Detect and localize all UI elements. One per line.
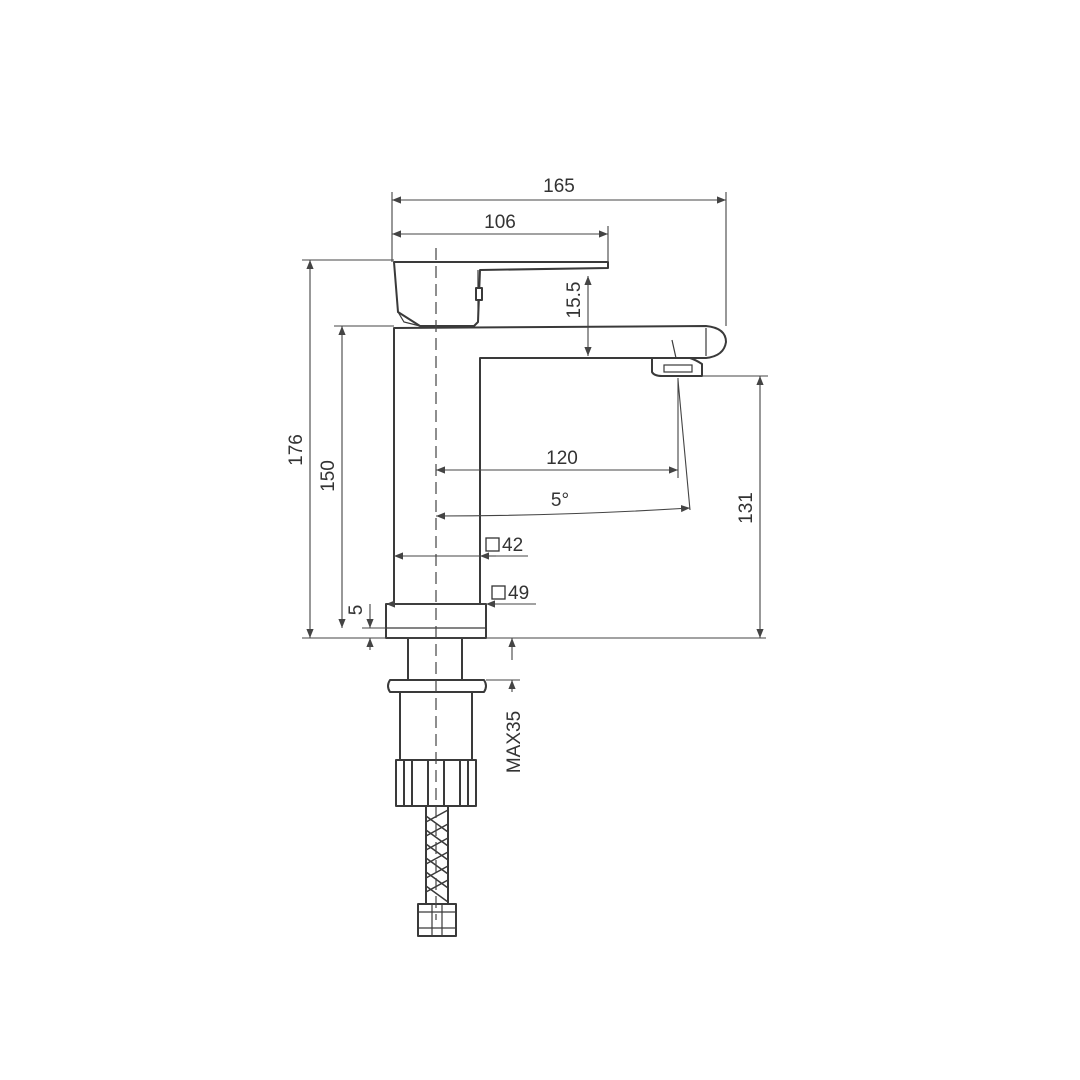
label-square-49: 49	[491, 583, 529, 604]
label-106: 106	[484, 212, 516, 233]
aerator	[651, 357, 703, 377]
faucet-outline	[385, 248, 727, 937]
mounting-nut	[395, 759, 477, 807]
hose-connector-detail	[418, 904, 456, 936]
label-176: 176	[286, 434, 307, 466]
square-symbol-icon	[485, 537, 500, 552]
nut-rib-left	[403, 759, 413, 807]
label-42: 42	[502, 535, 523, 556]
dimension-labels: 165 106 15.5 176 150 5 120 5° 42 49 131 …	[286, 176, 757, 773]
mounting-shank	[407, 637, 463, 681]
label-5: 5	[346, 605, 367, 616]
nut-rib-right	[459, 759, 469, 807]
label-15-5: 15.5	[564, 282, 585, 319]
hose-connector	[417, 903, 457, 937]
dimension-lines	[302, 192, 768, 692]
aerator-insert	[663, 364, 693, 373]
square-symbol-icon	[491, 585, 506, 600]
faucet-body	[393, 325, 727, 605]
label-49: 49	[508, 583, 529, 604]
label-5deg: 5°	[551, 490, 569, 511]
label-131: 131	[736, 492, 757, 524]
label-max35: MAX35	[504, 711, 525, 773]
label-120: 120	[546, 448, 578, 469]
label-150: 150	[318, 460, 339, 492]
mounting-washer	[387, 679, 487, 693]
handle-button	[475, 287, 483, 301]
label-165: 165	[543, 176, 575, 197]
hose-braid	[425, 809, 449, 903]
handle-cartridge-cap	[397, 311, 421, 327]
dim-5deg-arc	[435, 504, 691, 520]
nut-rib-center	[427, 759, 445, 807]
label-square-42: 42	[485, 535, 523, 556]
aerator-swivel-line	[671, 339, 677, 359]
dim-5deg-ext	[677, 379, 691, 511]
